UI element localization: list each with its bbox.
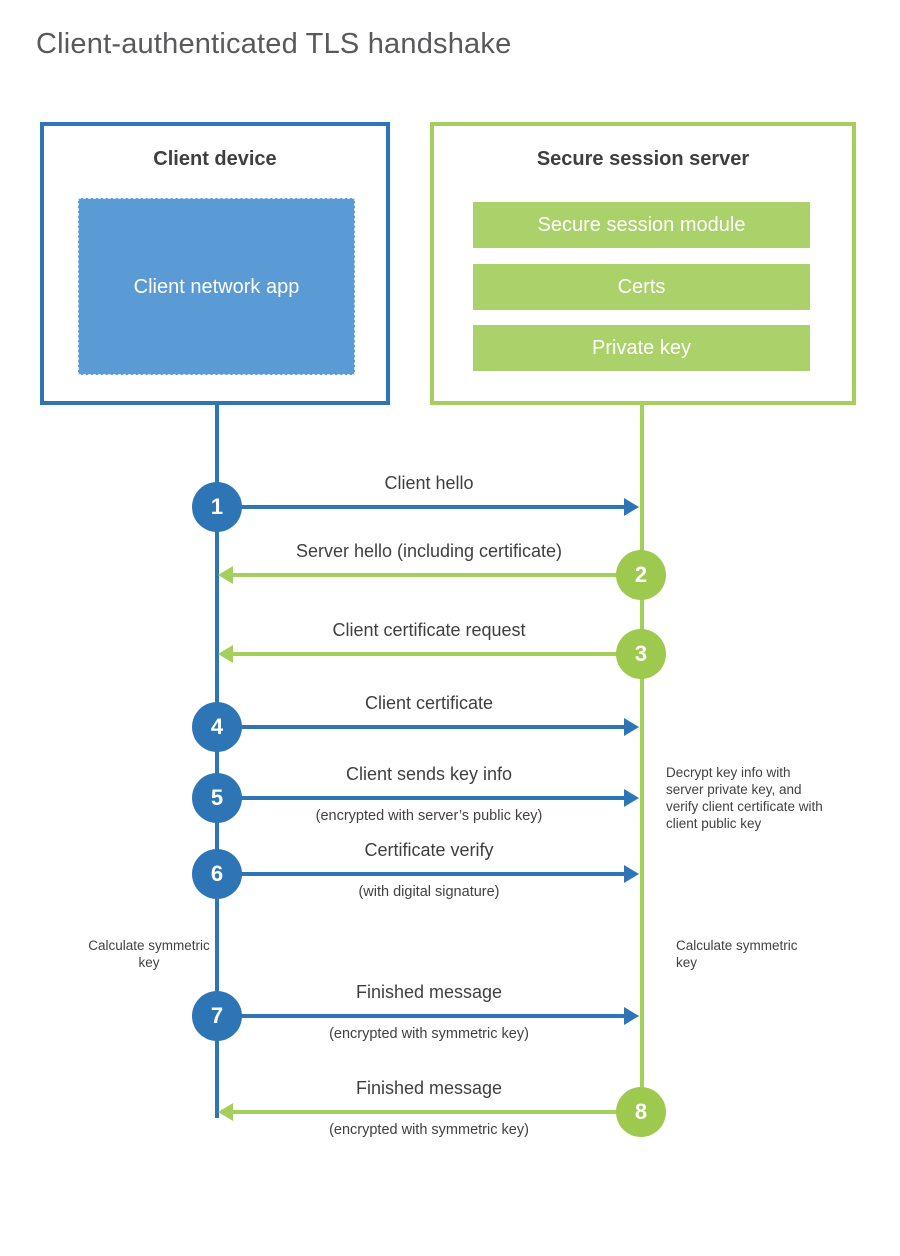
server-module-certs: Certs — [473, 264, 810, 310]
arrow-left-icon — [218, 566, 233, 584]
step-circle: 8 — [616, 1087, 666, 1137]
step-circle: 5 — [192, 773, 242, 823]
arrow-right-icon — [624, 718, 639, 736]
step-circle: 4 — [192, 702, 242, 752]
arrow-line — [217, 796, 625, 800]
client-network-app-box: Client network app — [78, 198, 355, 375]
step-circle: 2 — [616, 550, 666, 600]
secure-session-server-title: Secure session server — [536, 148, 750, 170]
message-label: Server hello (including certificate) — [295, 541, 563, 561]
message-label: Client hello — [384, 473, 474, 493]
client-network-app-label: Client network app — [133, 275, 300, 298]
step-circle: 7 — [192, 991, 242, 1041]
message-sublabel: (encrypted with server’s public key) — [315, 808, 543, 824]
message-label: Client sends key info — [345, 764, 513, 784]
arrow-line — [217, 872, 625, 876]
arrow-right-icon — [624, 789, 639, 807]
arrow-right-icon — [624, 865, 639, 883]
message-sublabel: (encrypted with symmetric key) — [329, 1122, 529, 1138]
client-device-box: Client device Client network app — [40, 122, 390, 405]
arrow-line — [217, 1014, 625, 1018]
note-calculate-symmetric-key-client: Calculate symmetric key — [88, 938, 210, 970]
message-sublabel: (with digital signature) — [358, 884, 500, 900]
message-label: Certificate verify — [364, 840, 494, 860]
note-calculate-symmetric-key-server: Calculate symmetric key — [676, 938, 798, 970]
arrow-right-icon — [624, 498, 639, 516]
arrow-line — [233, 652, 641, 656]
server-module-secure-session: Secure session module — [473, 202, 810, 248]
note-decrypt-key-info: Decrypt key info with server private key… — [666, 765, 823, 831]
step-circle: 3 — [616, 629, 666, 679]
arrow-line — [217, 505, 625, 509]
step-circle: 1 — [192, 482, 242, 532]
page-title: Client-authenticated TLS handshake — [36, 28, 512, 60]
step-circle: 6 — [192, 849, 242, 899]
arrow-line — [233, 1110, 641, 1114]
message-label: Client certificate — [364, 693, 494, 713]
server-lifeline — [640, 404, 644, 1112]
message-label: Client certificate request — [332, 620, 526, 640]
secure-session-server-box: Secure session server Secure session mod… — [430, 122, 856, 405]
arrow-line — [217, 725, 625, 729]
client-device-title: Client device — [153, 148, 277, 170]
message-label: Finished message — [355, 1078, 503, 1098]
client-lifeline — [215, 404, 219, 1118]
server-module-private-key: Private key — [473, 325, 810, 371]
arrow-line — [233, 573, 641, 577]
arrow-left-icon — [218, 645, 233, 663]
message-sublabel: (encrypted with symmetric key) — [329, 1026, 529, 1042]
arrow-right-icon — [624, 1007, 639, 1025]
arrow-left-icon — [218, 1103, 233, 1121]
message-label: Finished message — [355, 982, 503, 1002]
